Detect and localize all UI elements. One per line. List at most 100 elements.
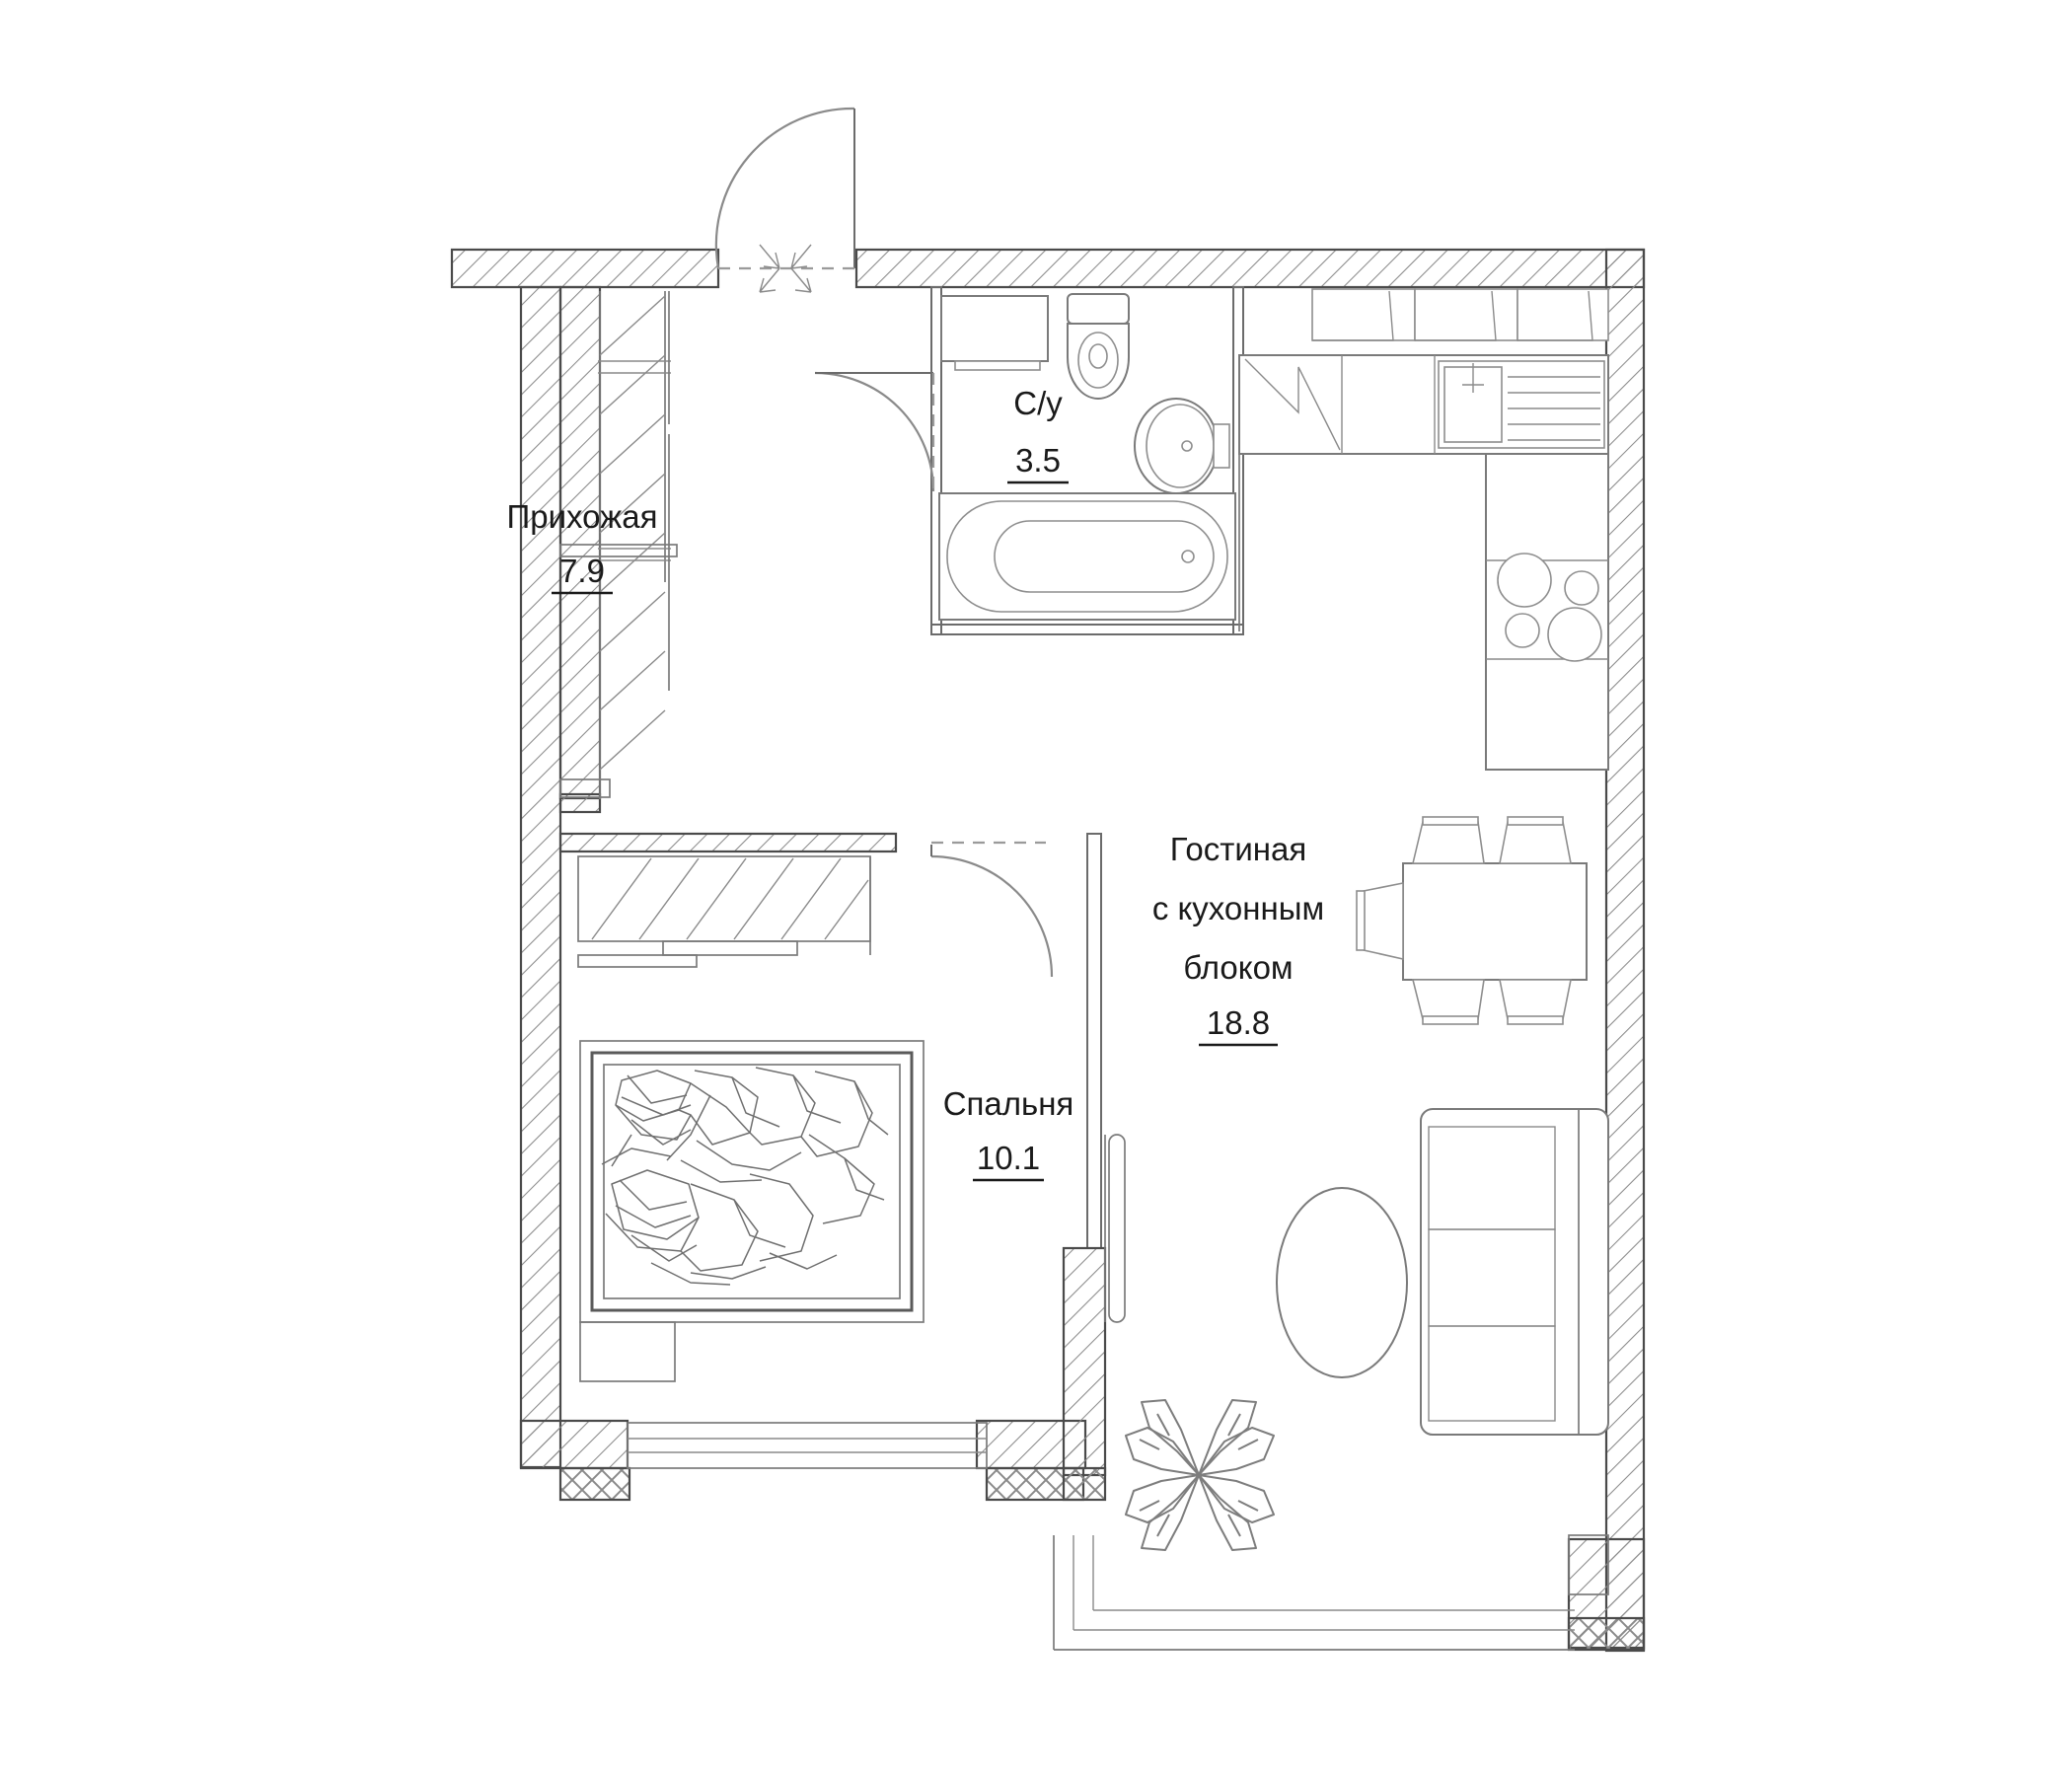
wall-bottom-left <box>519 1419 629 1470</box>
toilet-cistern <box>1067 293 1130 325</box>
label-living-kitchen-name-line3: блоком <box>1183 949 1293 986</box>
balcony-glazing-mid <box>1073 1535 1575 1631</box>
wall-left-exterior <box>519 285 562 1469</box>
upper-cabinet-3 <box>1517 288 1609 341</box>
sofa-cushion-3 <box>1428 1325 1556 1422</box>
wall-bottom-living-right-foot <box>1567 1616 1646 1652</box>
wall-right-exterior <box>1604 248 1646 1653</box>
wardrobe-hall-hatch <box>599 295 666 771</box>
label-bathroom-name: С/у <box>1013 385 1063 421</box>
pier-bedroom-living <box>1062 1246 1107 1477</box>
label-bathroom-area: 3.5 <box>1015 442 1061 479</box>
label-living-kitchen-name-line2: с кухонным <box>1152 890 1324 926</box>
bed-mattress <box>603 1064 901 1299</box>
balcony-glazing <box>1053 1535 1575 1651</box>
dining-chair-bottom-1 <box>1411 979 1485 1020</box>
wall-bathroom-right <box>1232 286 1244 635</box>
entrance-direction-arrows <box>759 244 812 293</box>
room-labels: Прихожая 7.9 С/у 3.5 Гостиная с кухонным… <box>507 385 1324 1182</box>
dining-chair-top-1-back <box>1422 816 1479 826</box>
wardrobe-hall-shelves <box>598 360 671 561</box>
sill-bedroom-window-left <box>558 1466 631 1502</box>
wall-hall-partition-lower <box>558 792 602 814</box>
bathtub-inner <box>994 520 1215 593</box>
dining-table-top <box>1402 862 1588 981</box>
wardrobe-hall-shelf-top <box>559 544 678 557</box>
upper-cabinet-3-opening <box>1517 290 1593 341</box>
potted-plant <box>1125 1399 1275 1551</box>
entrance-door-swing-arc <box>714 107 855 269</box>
sofa <box>1420 1108 1609 1436</box>
wardrobe-bedroom <box>577 855 871 968</box>
bathroom-door[interactable] <box>814 371 935 493</box>
cooktop-burner-small-tr <box>1564 570 1599 606</box>
wall-top-left-stub <box>450 248 720 289</box>
bathroom-fixtures <box>938 293 1236 621</box>
bedroom-door[interactable] <box>930 841 1054 978</box>
wardrobe-bedroom-lowshelf <box>577 954 698 968</box>
dining-chair-bottom-2 <box>1499 979 1572 1020</box>
cooktop-burner-large-tl <box>1497 553 1552 608</box>
upper-cabinet-2-opening <box>1415 290 1497 341</box>
kitchen-drainboard-grooves <box>1508 376 1600 441</box>
living-right-niche <box>1568 1534 1609 1595</box>
washbasin-inner <box>1146 404 1215 488</box>
wardrobe-bedroom-hatch <box>591 857 869 940</box>
bed-outer-frame <box>579 1040 925 1323</box>
wall-top-main <box>854 248 1646 289</box>
label-bedroom-area: 10.1 <box>977 1140 1040 1176</box>
washing-machine <box>940 295 1049 362</box>
dining-chair-left-back <box>1356 890 1366 951</box>
upper-cabinet-1 <box>1311 288 1416 341</box>
toilet-bowl-hole <box>1088 343 1108 369</box>
label-living-kitchen: Гостиная с кухонным блоком 18.8 <box>1152 831 1324 1047</box>
bedroom-window-frame <box>627 1422 988 1469</box>
kitchen-block <box>1238 288 1609 771</box>
dining-chair-left <box>1363 882 1404 960</box>
balcony-glazing-outer <box>1053 1535 1575 1651</box>
washbasin-drain <box>1181 440 1193 452</box>
balcony-door[interactable] <box>1104 1134 1126 1323</box>
kitchen-sink-tap <box>1462 363 1484 393</box>
partition-bedroom-living-upper <box>1086 833 1102 1249</box>
bed-mattress-frame <box>590 1051 914 1312</box>
dining-chair-bottom-2-back <box>1507 1015 1564 1025</box>
refrigerator-symbol <box>1244 358 1341 451</box>
label-bathroom: С/у 3.5 <box>1007 385 1069 484</box>
entrance-door[interactable] <box>714 107 856 293</box>
washbasin-tap <box>1213 423 1230 469</box>
bed <box>579 1040 925 1382</box>
bedroom-door-swing-arc <box>930 854 1054 978</box>
washing-machine-front <box>954 360 1041 371</box>
wardrobe-bedroom-shelf <box>662 940 798 956</box>
bathtub-drain <box>1181 550 1195 563</box>
dining-chair-top-2 <box>1499 821 1572 864</box>
wall-bathroom-bottom <box>930 624 1244 635</box>
label-living-kitchen-area: 18.8 <box>1207 1004 1270 1041</box>
label-bedroom-name: Спальня <box>943 1085 1074 1122</box>
wall-hall-bedroom-divider <box>558 832 898 853</box>
walls-group <box>450 248 1646 1653</box>
bathroom-door-swing-arc <box>814 371 935 492</box>
balcony-glazing-inner <box>1092 1535 1575 1611</box>
wardrobe-hall-shelf-bottom <box>559 778 611 798</box>
nightstand <box>579 1321 676 1382</box>
label-bedroom: Спальня 10.1 <box>943 1085 1074 1182</box>
upper-cabinet-2 <box>1414 288 1518 341</box>
cooktop-burner-small-bl <box>1505 613 1540 648</box>
label-hallway-area: 7.9 <box>559 553 605 589</box>
label-living-kitchen-name-line1: Гостиная <box>1170 831 1307 867</box>
cooktop-burner-large-br <box>1547 607 1602 662</box>
label-hallway-name: Прихожая <box>507 498 658 535</box>
wall-hall-partition <box>558 285 602 800</box>
dining-chair-bottom-1-back <box>1422 1015 1479 1025</box>
dining-table <box>1356 816 1588 1025</box>
dining-chair-top-2-back <box>1507 816 1564 826</box>
label-hallway: Прихожая 7.9 <box>507 498 658 595</box>
balcony-door-leaf <box>1108 1134 1126 1323</box>
coffee-table <box>1276 1187 1408 1378</box>
upper-cabinet-1-opening <box>1312 290 1394 341</box>
sofa-body <box>1420 1108 1609 1436</box>
